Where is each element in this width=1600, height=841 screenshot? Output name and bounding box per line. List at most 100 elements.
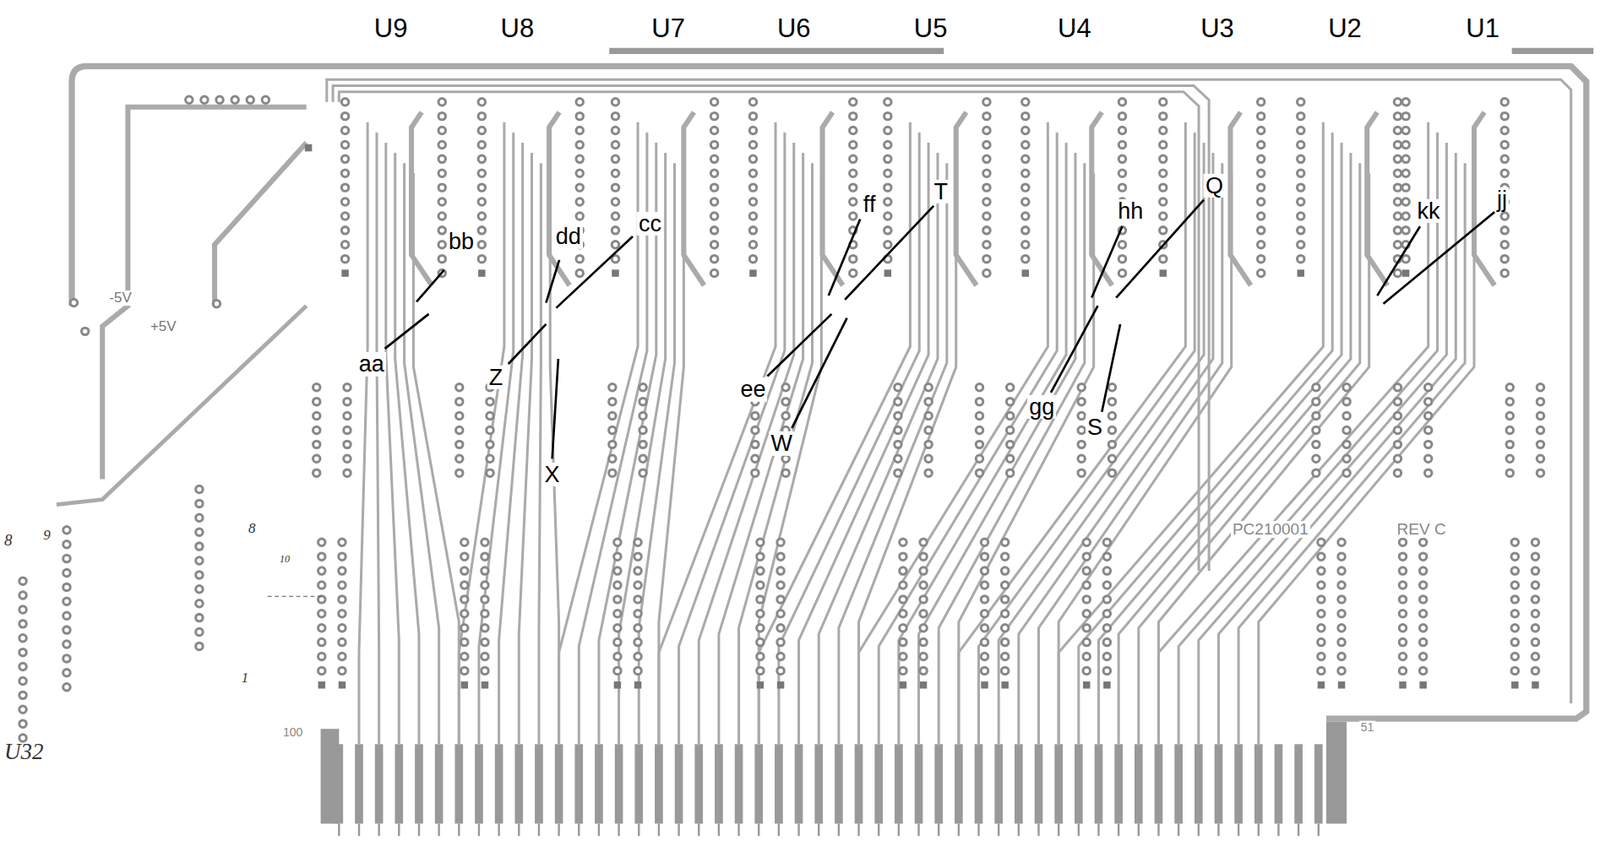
pad (1297, 227, 1305, 235)
pad (639, 426, 647, 434)
pad (461, 553, 469, 561)
edge-finger (418, 823, 420, 836)
pad (1077, 426, 1085, 434)
pad (983, 98, 991, 106)
pad (710, 155, 718, 163)
pad (478, 155, 485, 163)
pad (777, 582, 784, 589)
pad (1317, 538, 1325, 546)
pad (63, 641, 71, 648)
pad (461, 653, 469, 660)
pad (1531, 582, 1539, 589)
pad (919, 653, 927, 660)
edge-finger (478, 823, 480, 836)
edge-finger (714, 744, 724, 824)
pad (983, 184, 991, 191)
pad (216, 96, 224, 104)
pad (756, 653, 764, 660)
pad (919, 667, 927, 675)
pad (751, 412, 759, 420)
pad (338, 582, 346, 589)
pad (983, 212, 991, 220)
pad (980, 582, 988, 589)
callout-letter: gg (1027, 395, 1056, 420)
pad (461, 667, 469, 675)
pad (246, 96, 254, 104)
pad (884, 141, 892, 148)
pad (185, 96, 193, 104)
pad (849, 269, 857, 277)
pad (1077, 412, 1085, 420)
pad (1108, 426, 1116, 434)
square-pad (634, 681, 642, 689)
pad (1118, 169, 1126, 177)
pad (1001, 582, 1008, 589)
edge-finger (797, 823, 800, 836)
copper-trace (956, 112, 977, 286)
callout-letter: jj (1495, 186, 1509, 211)
chip-designator: U6 (775, 15, 813, 44)
pad (710, 269, 718, 277)
pad (195, 528, 203, 536)
pad (478, 212, 485, 220)
edge-finger (874, 744, 883, 824)
pad (478, 184, 485, 191)
edge-finger (1294, 744, 1303, 824)
pad (980, 624, 988, 632)
pad (1536, 455, 1544, 463)
pad (486, 426, 494, 434)
square-pad (777, 681, 784, 689)
pad (1103, 553, 1111, 561)
pad (481, 624, 489, 632)
edge-finger (854, 744, 864, 824)
edge-finger (598, 823, 600, 836)
pad (980, 538, 988, 546)
pad (1511, 653, 1519, 660)
pad (980, 653, 988, 660)
pad (925, 397, 932, 405)
pad (756, 596, 764, 604)
pad (1022, 169, 1029, 177)
pad (63, 683, 71, 691)
edge-finger (757, 823, 760, 836)
pad (1393, 455, 1401, 463)
pad (1312, 455, 1320, 463)
pad (611, 198, 619, 206)
pad (919, 582, 927, 589)
pad (478, 241, 485, 249)
pad (486, 469, 494, 477)
pad (777, 653, 784, 660)
pad (782, 455, 790, 463)
silkscreen-text: 100 (281, 726, 305, 740)
pad (1393, 198, 1401, 206)
copper-trace (518, 152, 532, 745)
pad (1159, 155, 1167, 163)
square-pad (1297, 269, 1305, 277)
edge-finger (1034, 744, 1044, 824)
chip-designator: U8 (499, 15, 537, 44)
pencil-note: 9 (41, 527, 53, 544)
pad (639, 469, 647, 477)
pad (338, 638, 346, 646)
copper-trace (386, 142, 399, 745)
pad (478, 255, 485, 262)
pad (1501, 227, 1508, 235)
edge-finger (677, 823, 680, 836)
pad (438, 184, 446, 191)
pad (478, 198, 485, 206)
pad (195, 543, 203, 550)
pad (884, 98, 892, 106)
pad (614, 653, 621, 660)
pad (1022, 184, 1029, 191)
silkscreen-text: PC210001 (1230, 521, 1311, 539)
pad (749, 184, 757, 191)
pad (461, 538, 469, 546)
pad (19, 691, 27, 699)
silkscreen-text: +5V (148, 319, 179, 335)
pencil-note: 10 (277, 554, 292, 566)
pad (983, 241, 991, 249)
square-pad (749, 269, 757, 277)
pad (749, 227, 757, 235)
square-pad (614, 681, 621, 689)
pad (749, 241, 757, 249)
